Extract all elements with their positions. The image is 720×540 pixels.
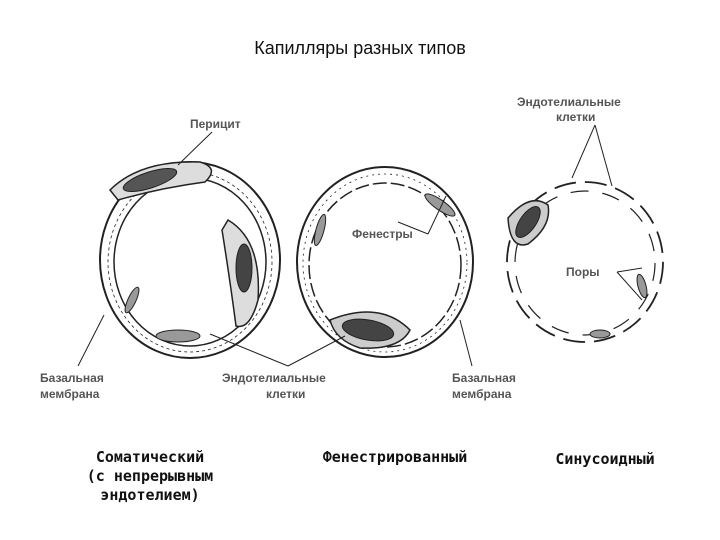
label-endothelial-top-1: Эндотелиальные xyxy=(517,95,621,109)
endothelial-nucleus xyxy=(341,318,395,342)
page-title: Капилляры разных типов xyxy=(254,38,466,58)
leader-lines xyxy=(77,124,643,367)
somatic-capillary xyxy=(99,161,281,359)
caption-somatic-line-2: (с непрерывным xyxy=(86,467,214,485)
caption-fenestrated: Фенестрированный xyxy=(322,448,468,466)
label-basal-right-2: мембрана xyxy=(452,387,512,401)
caption-somatic-line-1: Соматический xyxy=(95,448,205,466)
label-endothelial-top-2: клетки xyxy=(556,110,595,124)
label-basal-left-2: мембрана xyxy=(40,387,100,401)
label-endothelial-mid-1: Эндотелиальные xyxy=(222,371,326,385)
label-endothelial-mid-2: клетки xyxy=(266,387,305,401)
label-pericyte: Перицит xyxy=(190,117,241,131)
label-basal-right-1: Базальная xyxy=(452,371,516,385)
label-pores: Поры xyxy=(566,265,600,279)
fenestrated-capillary xyxy=(296,166,474,358)
pericyte-nucleus xyxy=(122,167,178,193)
sinusoid-nucleus xyxy=(515,206,541,238)
caption-sinusoid: Синусоидный xyxy=(555,450,655,468)
caption-somatic-line-3: эндотелием) xyxy=(100,486,200,504)
caption-somatic: Соматический (с непрерывным эндотелием) xyxy=(50,448,250,505)
label-fenestrae: Фенестры xyxy=(352,227,413,241)
sinusoid-capillary xyxy=(506,181,664,343)
label-basal-left-1: Базальная xyxy=(40,371,104,385)
